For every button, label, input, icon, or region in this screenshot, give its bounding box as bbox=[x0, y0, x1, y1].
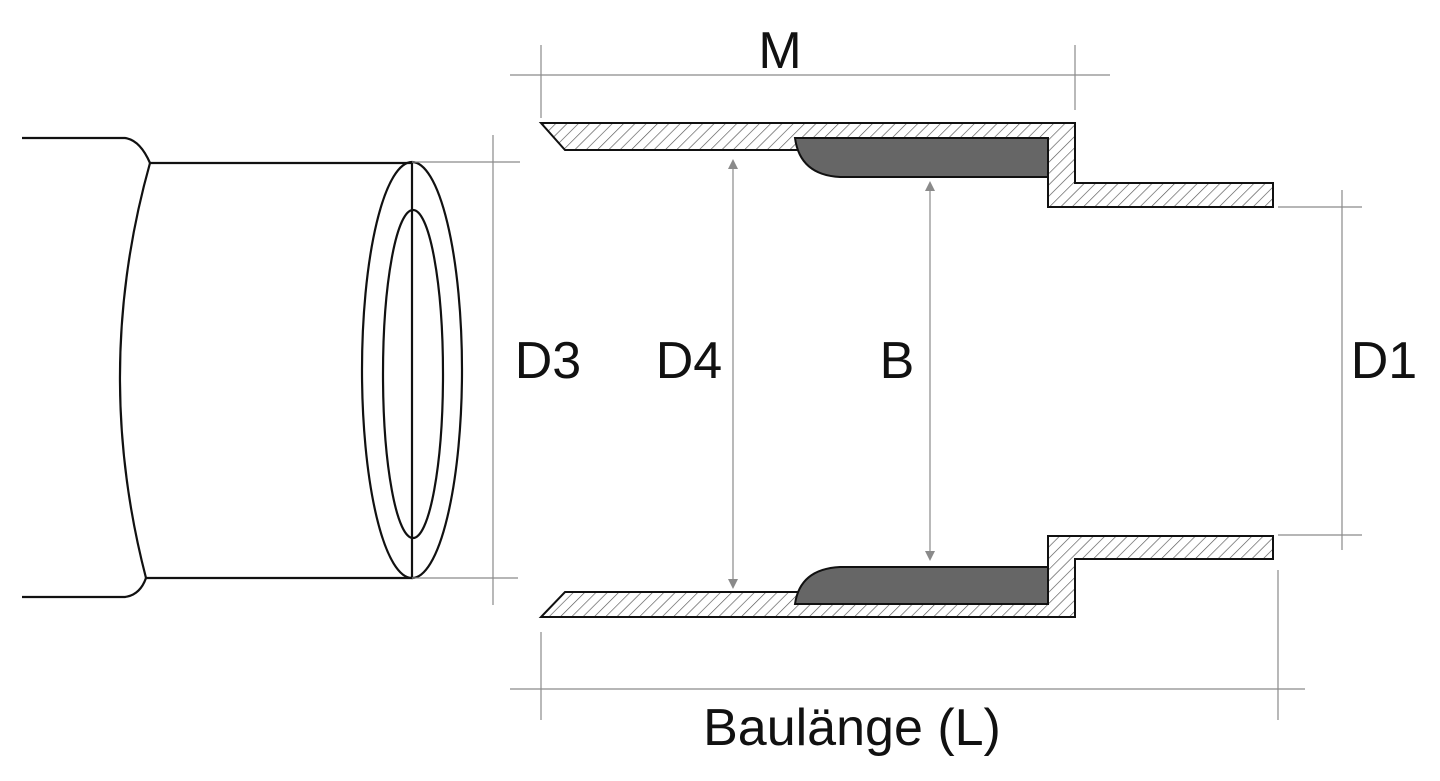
cross-section bbox=[510, 45, 1362, 720]
label-d1: D1 bbox=[1351, 332, 1417, 390]
label-d4: D4 bbox=[656, 332, 722, 390]
label-b: B bbox=[880, 332, 915, 390]
label-d3: D3 bbox=[515, 332, 581, 390]
socket-body bbox=[118, 161, 414, 580]
bottom-wall-section bbox=[538, 535, 1274, 618]
bottom-liner bbox=[793, 566, 1049, 605]
pipe-top-line bbox=[22, 136, 152, 164]
top-liner bbox=[793, 137, 1049, 178]
socket-bore bbox=[381, 208, 445, 540]
label-m: M bbox=[758, 22, 801, 80]
socket-3d-view bbox=[22, 135, 520, 605]
pipe-bottom-line bbox=[22, 577, 148, 599]
top-wall-section bbox=[538, 122, 1274, 208]
label-length: Baulänge (L) bbox=[703, 699, 1001, 757]
